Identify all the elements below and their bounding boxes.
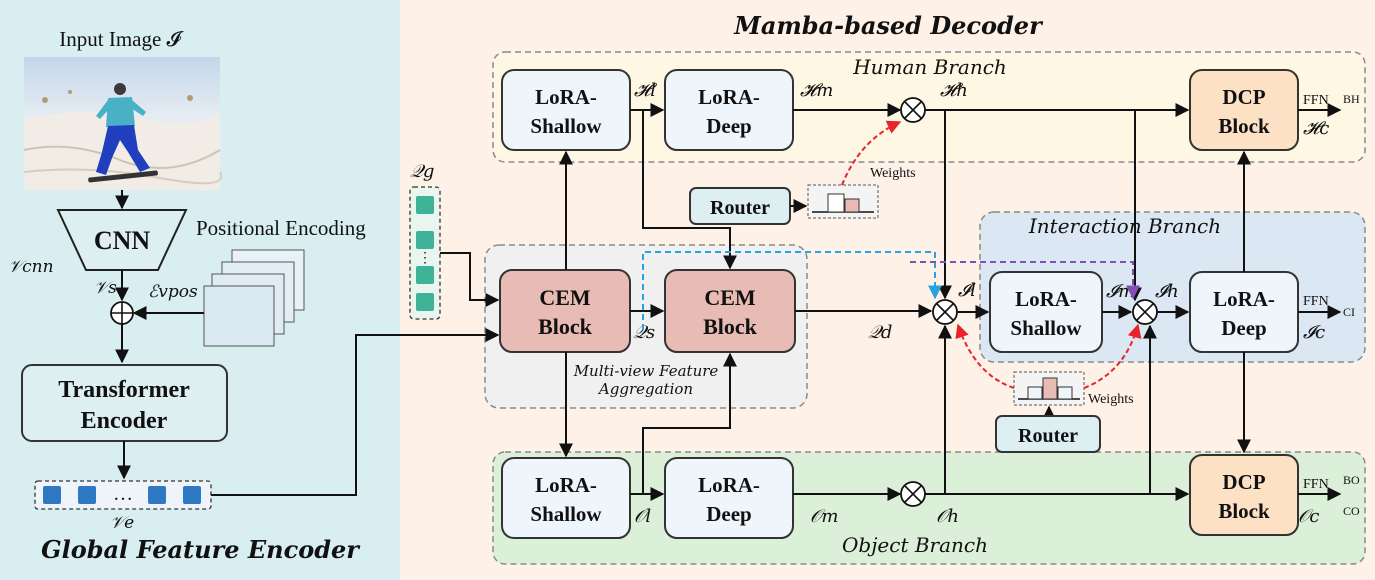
human-shallow-line1: LoRA- [535, 85, 597, 109]
interaction-lora-deep [1189, 271, 1299, 353]
o-m-label: 𝒪m [810, 506, 838, 527]
cem-block-2 [664, 269, 796, 353]
h-m-label: 𝓗m [800, 80, 833, 101]
router-top-label: Router [710, 197, 770, 219]
query-ellipsis: ⋮ [418, 251, 432, 266]
transformer-label-line2: Encoder [81, 408, 168, 434]
o-l-label: 𝒪l [634, 506, 651, 527]
weights-bottom-label: Weights [1088, 392, 1134, 407]
query-token-column [409, 186, 441, 320]
object-branch-label: Object Branch [842, 533, 988, 557]
decoder-title: Mamba-based Decoder [733, 11, 1044, 40]
h-c-label: 𝓗c [1303, 118, 1329, 139]
b-h-label: BH [1343, 92, 1360, 106]
c-i-label: CI [1343, 305, 1355, 319]
e-pos-label: ℰvpos [148, 282, 198, 302]
human-dcp-line1: DCP [1222, 85, 1265, 109]
red-dashed-to-human-mult [841, 120, 902, 186]
q-d-label: 𝒬d [868, 322, 892, 343]
v-s-label: 𝒱s [94, 278, 117, 298]
mva-label-line2: Aggregation [597, 380, 693, 398]
cem-block-1 [499, 269, 631, 353]
object-lora-shallow [501, 457, 631, 539]
transformer-label-line1: Transformer [58, 377, 190, 403]
input-image [23, 57, 223, 190]
router-bottom-block [995, 415, 1101, 453]
v-cnn-label: 𝒱cnn [8, 257, 54, 277]
object-dcp-line2: Block [1218, 499, 1270, 523]
weights-bottom-chart [1013, 371, 1085, 406]
object-lora-deep [664, 457, 794, 539]
human-shallow-line2: Shallow [530, 114, 602, 138]
o-c-label: 𝒪c [1298, 506, 1319, 527]
arrow-hl-to-cem2 [642, 110, 737, 270]
i-c-label: 𝓘c [1303, 322, 1325, 343]
cnn-label: CNN [94, 226, 151, 255]
object-shallow-line1: LoRA- [535, 473, 597, 497]
weights-top-label: Weights [870, 166, 916, 181]
object-shallow-line2: Shallow [530, 502, 602, 526]
object-dcp-block [1189, 454, 1299, 536]
human-branch-label: Human Branch [852, 55, 1007, 79]
input-image-label: Input Image 𝓘 [59, 27, 183, 51]
human-lora-shallow [501, 69, 631, 151]
cem-2-line1: CEM [704, 285, 756, 310]
human-lora-deep [664, 69, 794, 151]
red-dashed-to-int-mult-2 [1083, 323, 1142, 389]
encoder-token-sequence [34, 480, 212, 510]
positional-encoding-label: Positional Encoding [196, 216, 366, 240]
object-deep-line1: LoRA- [698, 473, 760, 497]
cnn-trapezoid [56, 209, 188, 271]
object-mult-operator [900, 481, 926, 507]
o-h-label: 𝒪h [936, 506, 959, 527]
weights-top-chart [807, 184, 879, 219]
human-mult-operator [900, 97, 926, 123]
sum-operator [110, 301, 134, 325]
h-h-label: 𝓗h [940, 80, 968, 101]
v-e-label: 𝒱e [110, 513, 134, 533]
positional-encoding-stack [203, 249, 305, 347]
purple-dashed-to-int-mult-2 [910, 261, 1140, 300]
interaction-mult-operator-1 [932, 299, 958, 325]
q-g-label: 𝒬g [410, 161, 434, 182]
interaction-branch-label: Interaction Branch [1028, 214, 1221, 238]
human-dcp-line2: Block [1218, 114, 1270, 138]
object-deep-line2: Deep [706, 502, 752, 526]
int-ffn-label: FFN [1303, 294, 1329, 309]
encoder-title: Global Feature Encoder [41, 535, 361, 564]
arrow-query-to-cem [440, 252, 500, 307]
arrow-encoder-to-cem [211, 328, 500, 496]
h-l-label: 𝓗l [634, 80, 658, 101]
object-dcp-line1: DCP [1222, 470, 1265, 494]
blue-dashed-qs-to-il-mult [642, 251, 942, 330]
human-deep-line2: Deep [706, 114, 752, 138]
i-h-label: 𝓘h [1155, 281, 1179, 302]
human-dcp-block [1189, 69, 1299, 151]
interaction-mult-operator-2 [1132, 299, 1158, 325]
int-shallow-line1: LoRA- [1015, 287, 1077, 311]
router-bottom-label: Router [1018, 425, 1078, 447]
human-ffn-label: FFN [1303, 93, 1329, 108]
red-dashed-to-int-mult-1 [955, 323, 1015, 389]
i-m-label: 𝓘m [1106, 281, 1135, 302]
q-s-label: 𝒬s [633, 322, 655, 343]
cem-2-line2: Block [703, 314, 758, 339]
c-o-label: CO [1343, 504, 1360, 518]
int-deep-line1: LoRA- [1213, 287, 1275, 311]
cem-1-line2: Block [538, 314, 593, 339]
interaction-lora-shallow [989, 271, 1103, 353]
b-o-label: BO [1343, 473, 1360, 487]
arrow-ol-to-cem2 [642, 352, 737, 494]
mva-label-line1: Multi-view Feature [573, 362, 719, 380]
object-ffn-label: FFN [1303, 477, 1329, 492]
int-deep-line2: Deep [1221, 316, 1267, 340]
int-shallow-line2: Shallow [1010, 316, 1082, 340]
human-deep-line1: LoRA- [698, 85, 760, 109]
i-l-label: 𝓘l [958, 280, 976, 301]
cem-1-line1: CEM [539, 285, 591, 310]
token-ellipsis: … [113, 483, 133, 505]
